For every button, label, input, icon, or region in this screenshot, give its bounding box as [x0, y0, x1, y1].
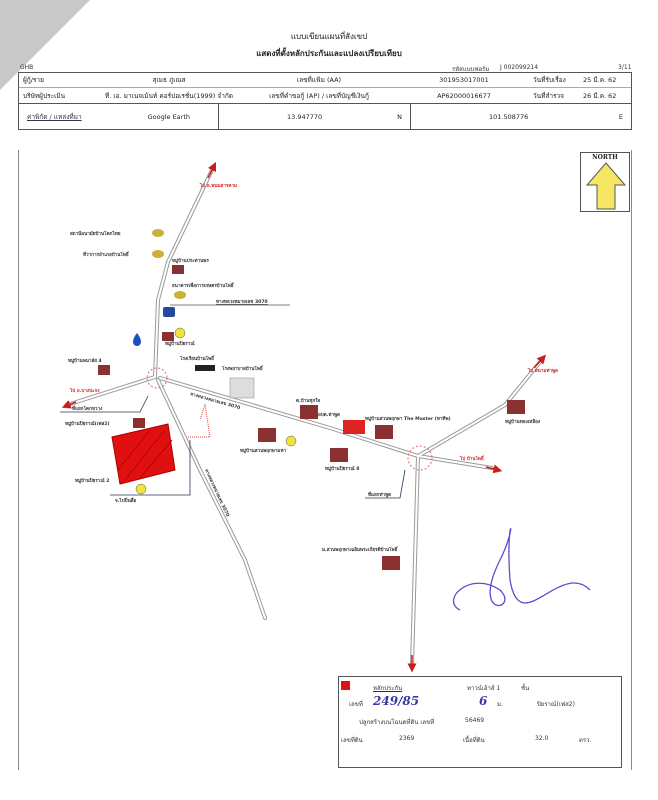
floors-unit: ชั้น — [521, 685, 530, 692]
road-east — [158, 376, 494, 470]
appraiser-value: ที. เอ. มาเนจเม้นท์ คอร์ปอเรชั่น(1999) จ… — [104, 91, 234, 100]
floors-label: ทาวน์เฮ้าส์ 1 — [467, 685, 501, 692]
map-label: ธนาคารเพื่อการเกษตรบ้านโพธิ์ — [172, 281, 235, 289]
direction-arrows — [61, 161, 547, 673]
scan-corner-shadow — [0, 0, 90, 90]
map-label: ต.บ้านชุกใจ — [296, 397, 321, 404]
collateral-parcel — [111, 423, 176, 485]
document-subtitle: แสดงที่ตั้งหลักประกันและแปลงเปรียบเทียบ — [256, 49, 402, 58]
info-form: ผู้กู้/ราย สุเมธ ภู่เณส เลขที่แฟ้ม (AA) … — [18, 72, 632, 130]
bank-icon — [163, 307, 175, 317]
receive-value: 25 มี.ค. 62 — [583, 76, 617, 84]
map-label: หมู่บ้านปิยราณ์ 8 — [325, 465, 359, 472]
marker-icon — [135, 483, 147, 495]
land-no-value: 2369 — [399, 735, 415, 742]
survey-label: วันที่สำรวจ — [533, 91, 564, 100]
map-label: โรงเรียนบ้านโพธิ์ — [179, 354, 215, 362]
map-label: หมู่บ้านทองเหลือง — [505, 418, 541, 425]
coord-source: Google Earth — [147, 112, 190, 121]
land-no-label: เลขที่ดิน — [341, 737, 363, 744]
map-label: จ.ไปปิ่นสื่อ — [115, 497, 137, 504]
ap-value: AP62000016677 — [437, 91, 491, 100]
page-number: 3/11 — [618, 64, 632, 71]
deed-value: 56469 — [465, 717, 485, 724]
map-label: ไป อ.บางปะกง — [69, 387, 100, 394]
map-label: ไป สนามท่าพูด — [527, 367, 558, 374]
north-arrow-icon — [585, 162, 627, 210]
org-code: GHB — [20, 64, 34, 71]
aa-label: เลขที่แฟ้ม (AA) — [296, 76, 342, 84]
deed-label: ปลูกสร้างบนโฉนดที่ดิน เลขที่ — [359, 719, 435, 726]
collateral-box: หลักประกัน ทาวน์เฮ้าส์ 1 ชั้น เลขที่ 249… — [338, 676, 622, 768]
government-icon — [174, 291, 186, 299]
house-no-value: 249/85 — [373, 694, 420, 708]
junction-marker — [146, 367, 168, 389]
moo-label: ม. — [497, 701, 503, 708]
marker-icon — [285, 435, 297, 447]
area-value: 32.0 — [535, 735, 549, 742]
map-label: ทางหลวงหมายเลข 3070 — [216, 299, 268, 305]
map-frame — [18, 150, 632, 770]
map-label: หมู่บ้านปิยราณ์ 2 — [75, 477, 109, 484]
map-labels: ไป อ.พนมสารคาม สถานีอนามัยบ้านโคกไทย ที่… — [65, 182, 558, 553]
document-title: แบบเขียนแผนที่สังเขป — [290, 32, 368, 41]
map-label: ที่แยกโคกขวาง — [72, 405, 103, 412]
map-label: หมู่บ้านสวนพฤกษามหา — [240, 447, 286, 454]
ref-value: J 002099214 — [500, 64, 539, 71]
lat-unit: N — [397, 112, 402, 121]
ref-label: รหัสแบบฟอร์ม — [452, 66, 490, 73]
area-label: เนื้อที่ดิน — [463, 737, 485, 744]
collateral-legend-swatch — [341, 681, 350, 690]
borrower-value: สุเมธ ภู่เณส — [152, 76, 186, 84]
map-label: ไป อ.พนมสารคาม — [199, 182, 237, 189]
map-label: หมู่บ้านปิยราณ์ — [165, 340, 195, 347]
collateral-title: หลักประกัน — [373, 685, 403, 692]
coord-label: ค่าพิกัด / แหล่งที่มา — [27, 112, 82, 121]
map-label: หมู่บ้านพนาลัย 4 — [68, 357, 102, 364]
village-icons — [98, 265, 525, 570]
map-label: หมู่บ้านปิยราณ์(เฟส2) — [65, 420, 110, 427]
aa-value: 301953017001 — [439, 76, 489, 84]
area-unit: ตรว. — [579, 737, 592, 744]
borrower-label: ผู้กู้/ราย — [23, 76, 44, 84]
map-label: ที่แยกท่าพูด — [368, 491, 391, 498]
office-icon — [343, 420, 365, 434]
village-value: ปิยราณ์(เฟส2) — [537, 701, 575, 708]
government-icon — [152, 250, 164, 258]
ap-label: เลขที่คำขอกู้ (AP) / เลขที่บัญชีเงินกู้ — [269, 91, 369, 100]
house-no-label: เลขที่ — [349, 701, 363, 708]
receive-label: วันที่รับเรื่อง — [533, 76, 566, 84]
north-label: NORTH — [592, 154, 618, 161]
moo-value: 6 — [479, 694, 488, 708]
map-label: หมู่บ้านสวนพฤกษา The Master (ทาทิพ) — [365, 415, 451, 422]
junction-marker — [407, 445, 433, 471]
map-label: อบต.ท่าพูด — [318, 412, 340, 418]
survey-value: 26 มี.ค. 62 — [583, 91, 617, 100]
appraiser-label: บริษัทผู้ประเมิน — [23, 91, 66, 100]
map-label: โรงพยาบาลบ้านโพธิ์ — [221, 364, 264, 372]
marker-icon — [174, 327, 186, 339]
signature — [453, 528, 591, 611]
access-route — [188, 403, 211, 438]
gas-station-icon — [133, 333, 141, 346]
map-label: ที่ว่าการอำเภอบ้านโพธิ์ — [83, 250, 130, 258]
north-arrow: NORTH — [580, 152, 630, 212]
latitude: 13.947770 — [287, 112, 323, 121]
government-icon — [152, 229, 164, 237]
map-label: ไป บ้านโพธิ์ — [459, 454, 485, 462]
school-icon — [195, 365, 215, 371]
hospital-icon — [229, 377, 255, 399]
map-label: ม.สวนพฤกษาเฉลิมพระเกียรติบ้านโพธิ์ — [322, 545, 399, 553]
map-label: ทางหลวงหมายเลข 3070 — [203, 468, 230, 517]
longitude: 101.508776 — [489, 112, 529, 121]
map-label: หมู่บ้านประทานพร — [172, 257, 209, 264]
lon-unit: E — [618, 112, 623, 121]
landmark-icons — [133, 229, 365, 495]
map-label: สถานีอนามัยบ้านโคกไทย — [70, 230, 121, 237]
